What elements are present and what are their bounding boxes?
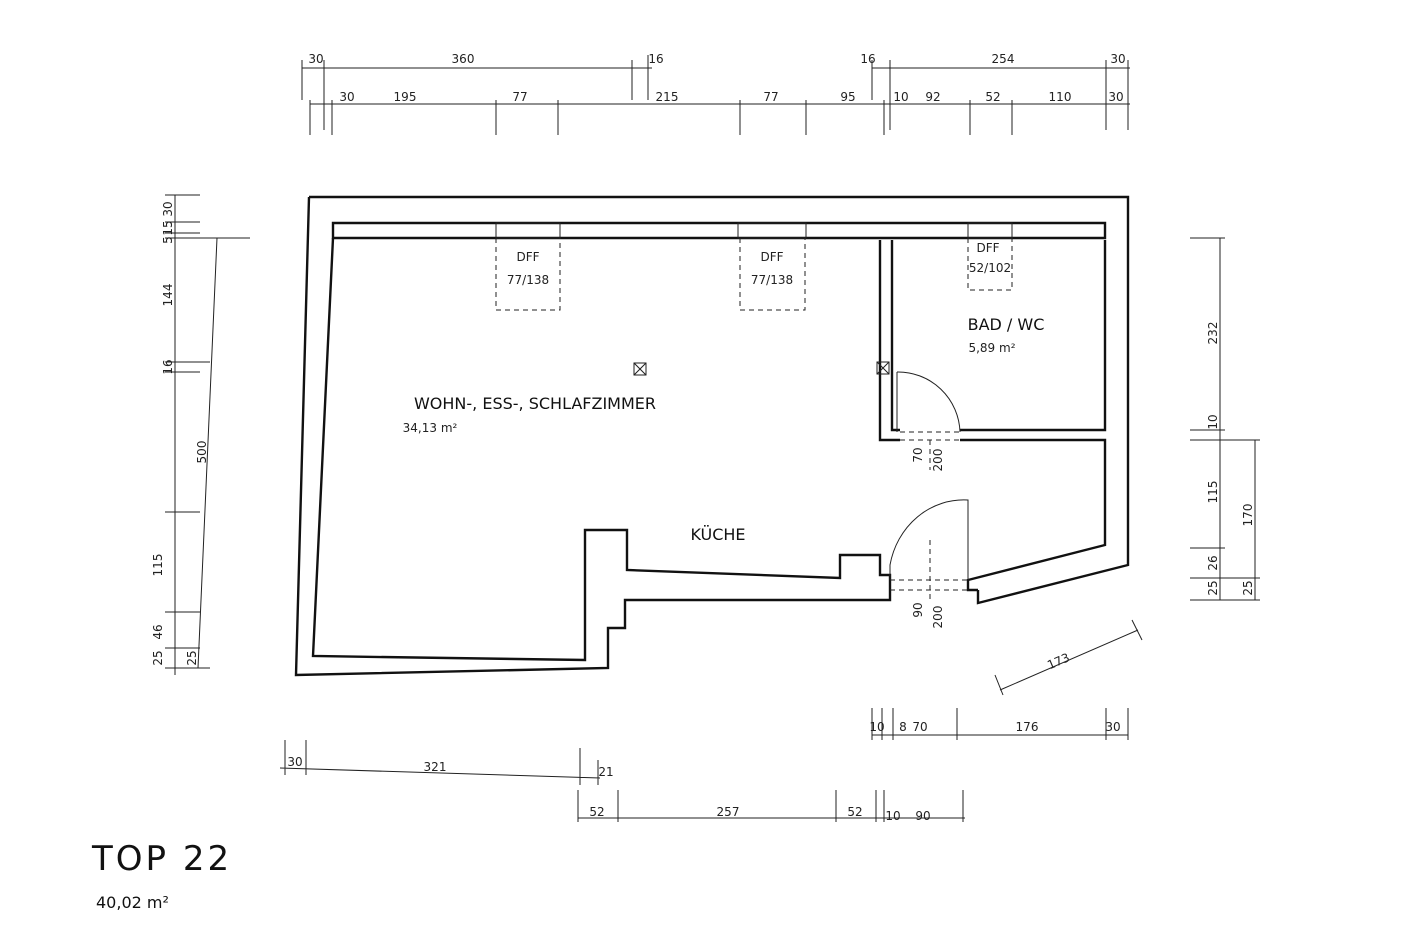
door-dim-label: 90 (911, 602, 925, 617)
dim-label: 10 (1206, 414, 1220, 429)
dim-label: 92 (925, 90, 940, 104)
dim-label: 16 (161, 359, 175, 374)
dimension-labels-right: 232 10 115 26 25 170 25 (1206, 322, 1255, 596)
window-type: DFF (516, 250, 539, 264)
window-size: 77/138 (507, 273, 549, 287)
room-name-bath: BAD / WC (968, 315, 1045, 334)
dimension-labels-left: 30 15 5 144 16 500 115 46 25 25 (151, 201, 209, 665)
room-labels: WOHN-, ESS-, SCHLAFZIMMER 34,13 m² BAD /… (403, 315, 1045, 544)
window-size: 77/138 (751, 273, 793, 287)
dim-label: 115 (1206, 481, 1220, 504)
dim-label: 90 (915, 809, 930, 823)
dim-label: 16 (648, 52, 663, 66)
dim-label: 30 (308, 52, 323, 66)
room-area-bath: 5,89 m² (968, 341, 1015, 355)
dim-label: 26 (1206, 555, 1220, 570)
dim-label: 173 (1045, 650, 1072, 672)
total-area: 40,02 m² (96, 893, 169, 912)
window-type: DFF (760, 250, 783, 264)
dim-label: 25 (151, 650, 165, 665)
dim-label: 77 (763, 90, 778, 104)
dim-label: 25 (1241, 580, 1255, 595)
dim-label: 95 (840, 90, 855, 104)
door-dim-label: 200 (931, 606, 945, 629)
roof-windows (495, 222, 1013, 311)
dim-label: 30 (1110, 52, 1125, 66)
dim-label: 360 (452, 52, 475, 66)
dim-label: 30 (161, 201, 175, 216)
dim-label: 321 (424, 760, 447, 774)
room-area-living: 34,13 m² (403, 421, 458, 435)
dim-label: 254 (992, 52, 1015, 66)
dim-label: 500 (195, 441, 209, 464)
dim-label: 110 (1049, 90, 1072, 104)
dim-label: 77 (512, 90, 527, 104)
dim-label: 25 (1206, 580, 1220, 595)
dim-label: 15 (161, 220, 175, 235)
dim-label: 30 (287, 755, 302, 769)
dim-label: 46 (151, 624, 165, 639)
dim-label: 170 (1241, 504, 1255, 527)
dim-label: 10 (869, 720, 884, 734)
dim-label: 30 (1108, 90, 1123, 104)
dim-label: 115 (151, 554, 165, 577)
dim-label: 52 (985, 90, 1000, 104)
dim-label: 10 (885, 809, 900, 823)
dimension-labels-bottom: 173 10 8 70 176 30 30 321 21 52 257 52 1… (287, 447, 1120, 823)
dim-label: 52 (847, 805, 862, 819)
window-type: DFF (976, 241, 999, 255)
dim-label: 257 (717, 805, 740, 819)
plan-title: TOP 22 (91, 839, 232, 879)
window-size: 52/102 (969, 261, 1011, 275)
dim-label: 52 (589, 805, 604, 819)
dim-label: 30 (1105, 720, 1120, 734)
walls (294, 195, 1130, 677)
dim-label: 21 (598, 765, 613, 779)
dim-label: 144 (161, 284, 175, 307)
dim-label: 232 (1206, 322, 1220, 345)
dim-label: 5 (161, 236, 175, 244)
vent-icon (633, 361, 890, 376)
dim-label: 10 (893, 90, 908, 104)
door-dim-label: 200 (931, 449, 945, 472)
dim-label: 195 (394, 90, 417, 104)
window-labels: DFF 77/138 DFF 77/138 DFF 52/102 (507, 241, 1011, 287)
door-dim-label: 70 (911, 447, 925, 462)
dim-label: 25 (185, 650, 199, 665)
dim-label: 16 (860, 52, 875, 66)
doors (889, 371, 969, 600)
dim-label: 215 (656, 90, 679, 104)
room-name-living: WOHN-, ESS-, SCHLAFZIMMER (414, 394, 656, 413)
room-name-kitchen: KÜCHE (690, 525, 745, 544)
dimension-lines (165, 55, 1260, 822)
dim-label: 176 (1016, 720, 1039, 734)
dimension-labels-top: 30 360 16 16 254 30 30 195 77 215 77 95 … (308, 52, 1125, 104)
dim-label: 30 (339, 90, 354, 104)
dim-label: 70 (912, 720, 927, 734)
dim-label: 8 (899, 720, 907, 734)
